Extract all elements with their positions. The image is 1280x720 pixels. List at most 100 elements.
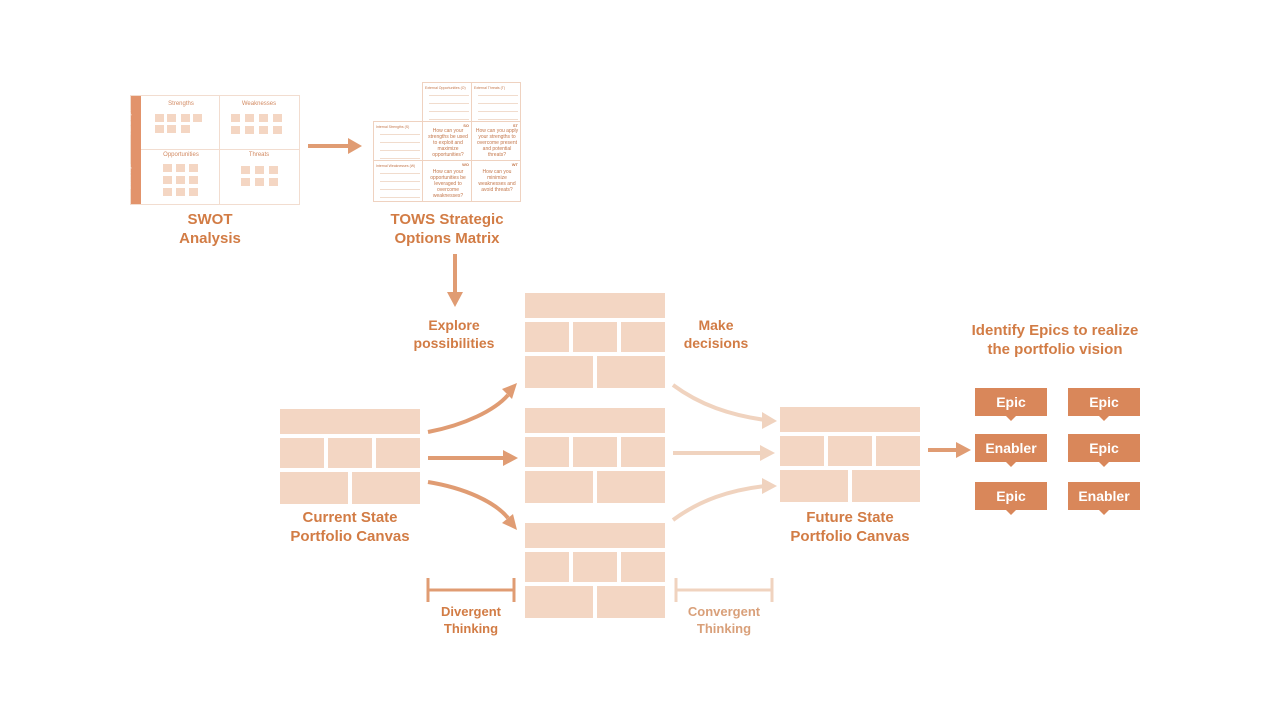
convergent-line1: Convergent [687, 604, 761, 619]
current-state-label: Current State Portfolio Canvas [270, 508, 430, 546]
make-line1: Make [698, 317, 734, 333]
enabler-tag: Enabler [975, 434, 1047, 467]
explore-label: Explore possibilities [394, 316, 514, 352]
swot-thumbnail: Internal origin External origin Strength… [126, 95, 300, 205]
divergent-label: Divergent Thinking [421, 603, 521, 637]
canvas-brick [597, 586, 665, 618]
canvas-brick [597, 471, 665, 503]
canvas-brick [525, 322, 569, 352]
canvas-brick [573, 322, 617, 352]
canvas-brick [525, 471, 593, 503]
tows-line [478, 95, 518, 96]
sticky-note [231, 114, 240, 122]
canvas-brick [280, 472, 348, 504]
tows-st-text: How can you apply your strengths to over… [475, 128, 519, 158]
arrow-bottom-to-future [671, 478, 777, 522]
sticky-note [176, 164, 185, 172]
swot-side-internal: Internal origin [126, 110, 132, 135]
tows-line [429, 103, 469, 104]
tows-thumbnail: External Opportunities (O) External Thre… [373, 82, 521, 202]
sticky-note [163, 164, 172, 172]
explore-line1: Explore [428, 317, 480, 333]
sticky-note [163, 176, 172, 184]
tows-head-strengths: Internal Strengths (S) [376, 125, 410, 129]
canvas-brick [525, 293, 665, 318]
tows-line [380, 181, 420, 182]
option-canvas-middle [525, 408, 665, 503]
swot-title: SWOT Analysis [150, 210, 270, 248]
current-state-line1: Current State [302, 509, 398, 526]
arrow-future-to-epics [928, 442, 971, 458]
tows-head-opportunities: External Opportunities (O) [425, 86, 466, 90]
arrow-current-to-bottom [427, 480, 517, 530]
epic-tag: Epic [1068, 434, 1140, 467]
sticky-note [231, 126, 240, 134]
tows-line [429, 111, 469, 112]
tows-line [429, 95, 469, 96]
sticky-note [176, 188, 185, 196]
canvas-brick [328, 438, 372, 468]
swot-hdivider [141, 149, 299, 150]
tows-threats-header: External Threats (T) [471, 82, 521, 122]
divergent-bracket [426, 578, 516, 602]
sticky-note [269, 178, 278, 186]
tows-line [380, 189, 420, 190]
tows-title: TOWS Strategic Options Matrix [377, 210, 517, 248]
arrow-top-to-future [671, 383, 777, 429]
canvas-brick [280, 409, 420, 434]
sticky-note [273, 126, 282, 134]
canvas-brick [352, 472, 420, 504]
canvas-brick [780, 436, 824, 466]
tows-so-text: How can your strengths be used to exploi… [428, 128, 468, 158]
tows-line [478, 119, 518, 120]
tows-line [380, 197, 420, 198]
canvas-brick [280, 438, 324, 468]
tows-line [429, 119, 469, 120]
option-canvas-top [525, 293, 665, 388]
canvas-brick [621, 322, 665, 352]
swot-threats-label: Threats [248, 152, 270, 158]
arrow-tows-down [447, 254, 463, 307]
tows-wt-text: How can you minimize weaknesses and avoi… [478, 169, 516, 193]
make-line2: decisions [683, 335, 749, 351]
sticky-note [193, 114, 202, 122]
arrow-current-to-middle [428, 450, 518, 466]
tows-line [380, 150, 420, 151]
tows-st-code: ST [512, 123, 518, 128]
canvas-brick [525, 586, 593, 618]
sticky-note [255, 178, 264, 186]
identify-line2: the portfolio vision [987, 341, 1123, 358]
tows-wo-code: WO [462, 162, 469, 167]
tows-line [380, 158, 420, 159]
identify-line1: Identify Epics to realize [971, 322, 1139, 339]
sticky-note [259, 114, 268, 122]
tows-head-weaknesses: Internal Weaknesses (W) [376, 164, 416, 168]
swot-vdivider [219, 96, 220, 204]
current-state-line2: Portfolio Canvas [290, 528, 410, 545]
identify-epics-heading: Identify Epics to realize the portfolio … [955, 321, 1155, 359]
option-canvas-bottom [525, 523, 665, 618]
canvas-brick [780, 407, 920, 432]
sticky-note [259, 126, 268, 134]
epic-tag: Epic [975, 388, 1047, 421]
future-state-line2: Portfolio Canvas [790, 528, 910, 545]
sticky-note [167, 125, 176, 133]
canvas-brick [525, 523, 665, 548]
sticky-note [255, 166, 264, 174]
canvas-brick [828, 436, 872, 466]
epic-tag: Epic [1068, 388, 1140, 421]
canvas-brick [876, 436, 920, 466]
tows-head-threats: External Threats (T) [474, 86, 506, 90]
future-state-canvas [780, 407, 920, 502]
sticky-note [241, 166, 250, 174]
canvas-brick [852, 470, 920, 502]
tows-so-cell: SO How can your strengths be used to exp… [422, 121, 472, 161]
sticky-note [241, 178, 250, 186]
swot-side-bar: Internal origin External origin [126, 96, 141, 204]
tows-title-line1: TOWS Strategic [390, 211, 504, 228]
future-state-label: Future State Portfolio Canvas [770, 508, 930, 546]
sticky-note [181, 125, 190, 133]
tows-line [478, 111, 518, 112]
swot-title-line2: Analysis [179, 230, 241, 247]
